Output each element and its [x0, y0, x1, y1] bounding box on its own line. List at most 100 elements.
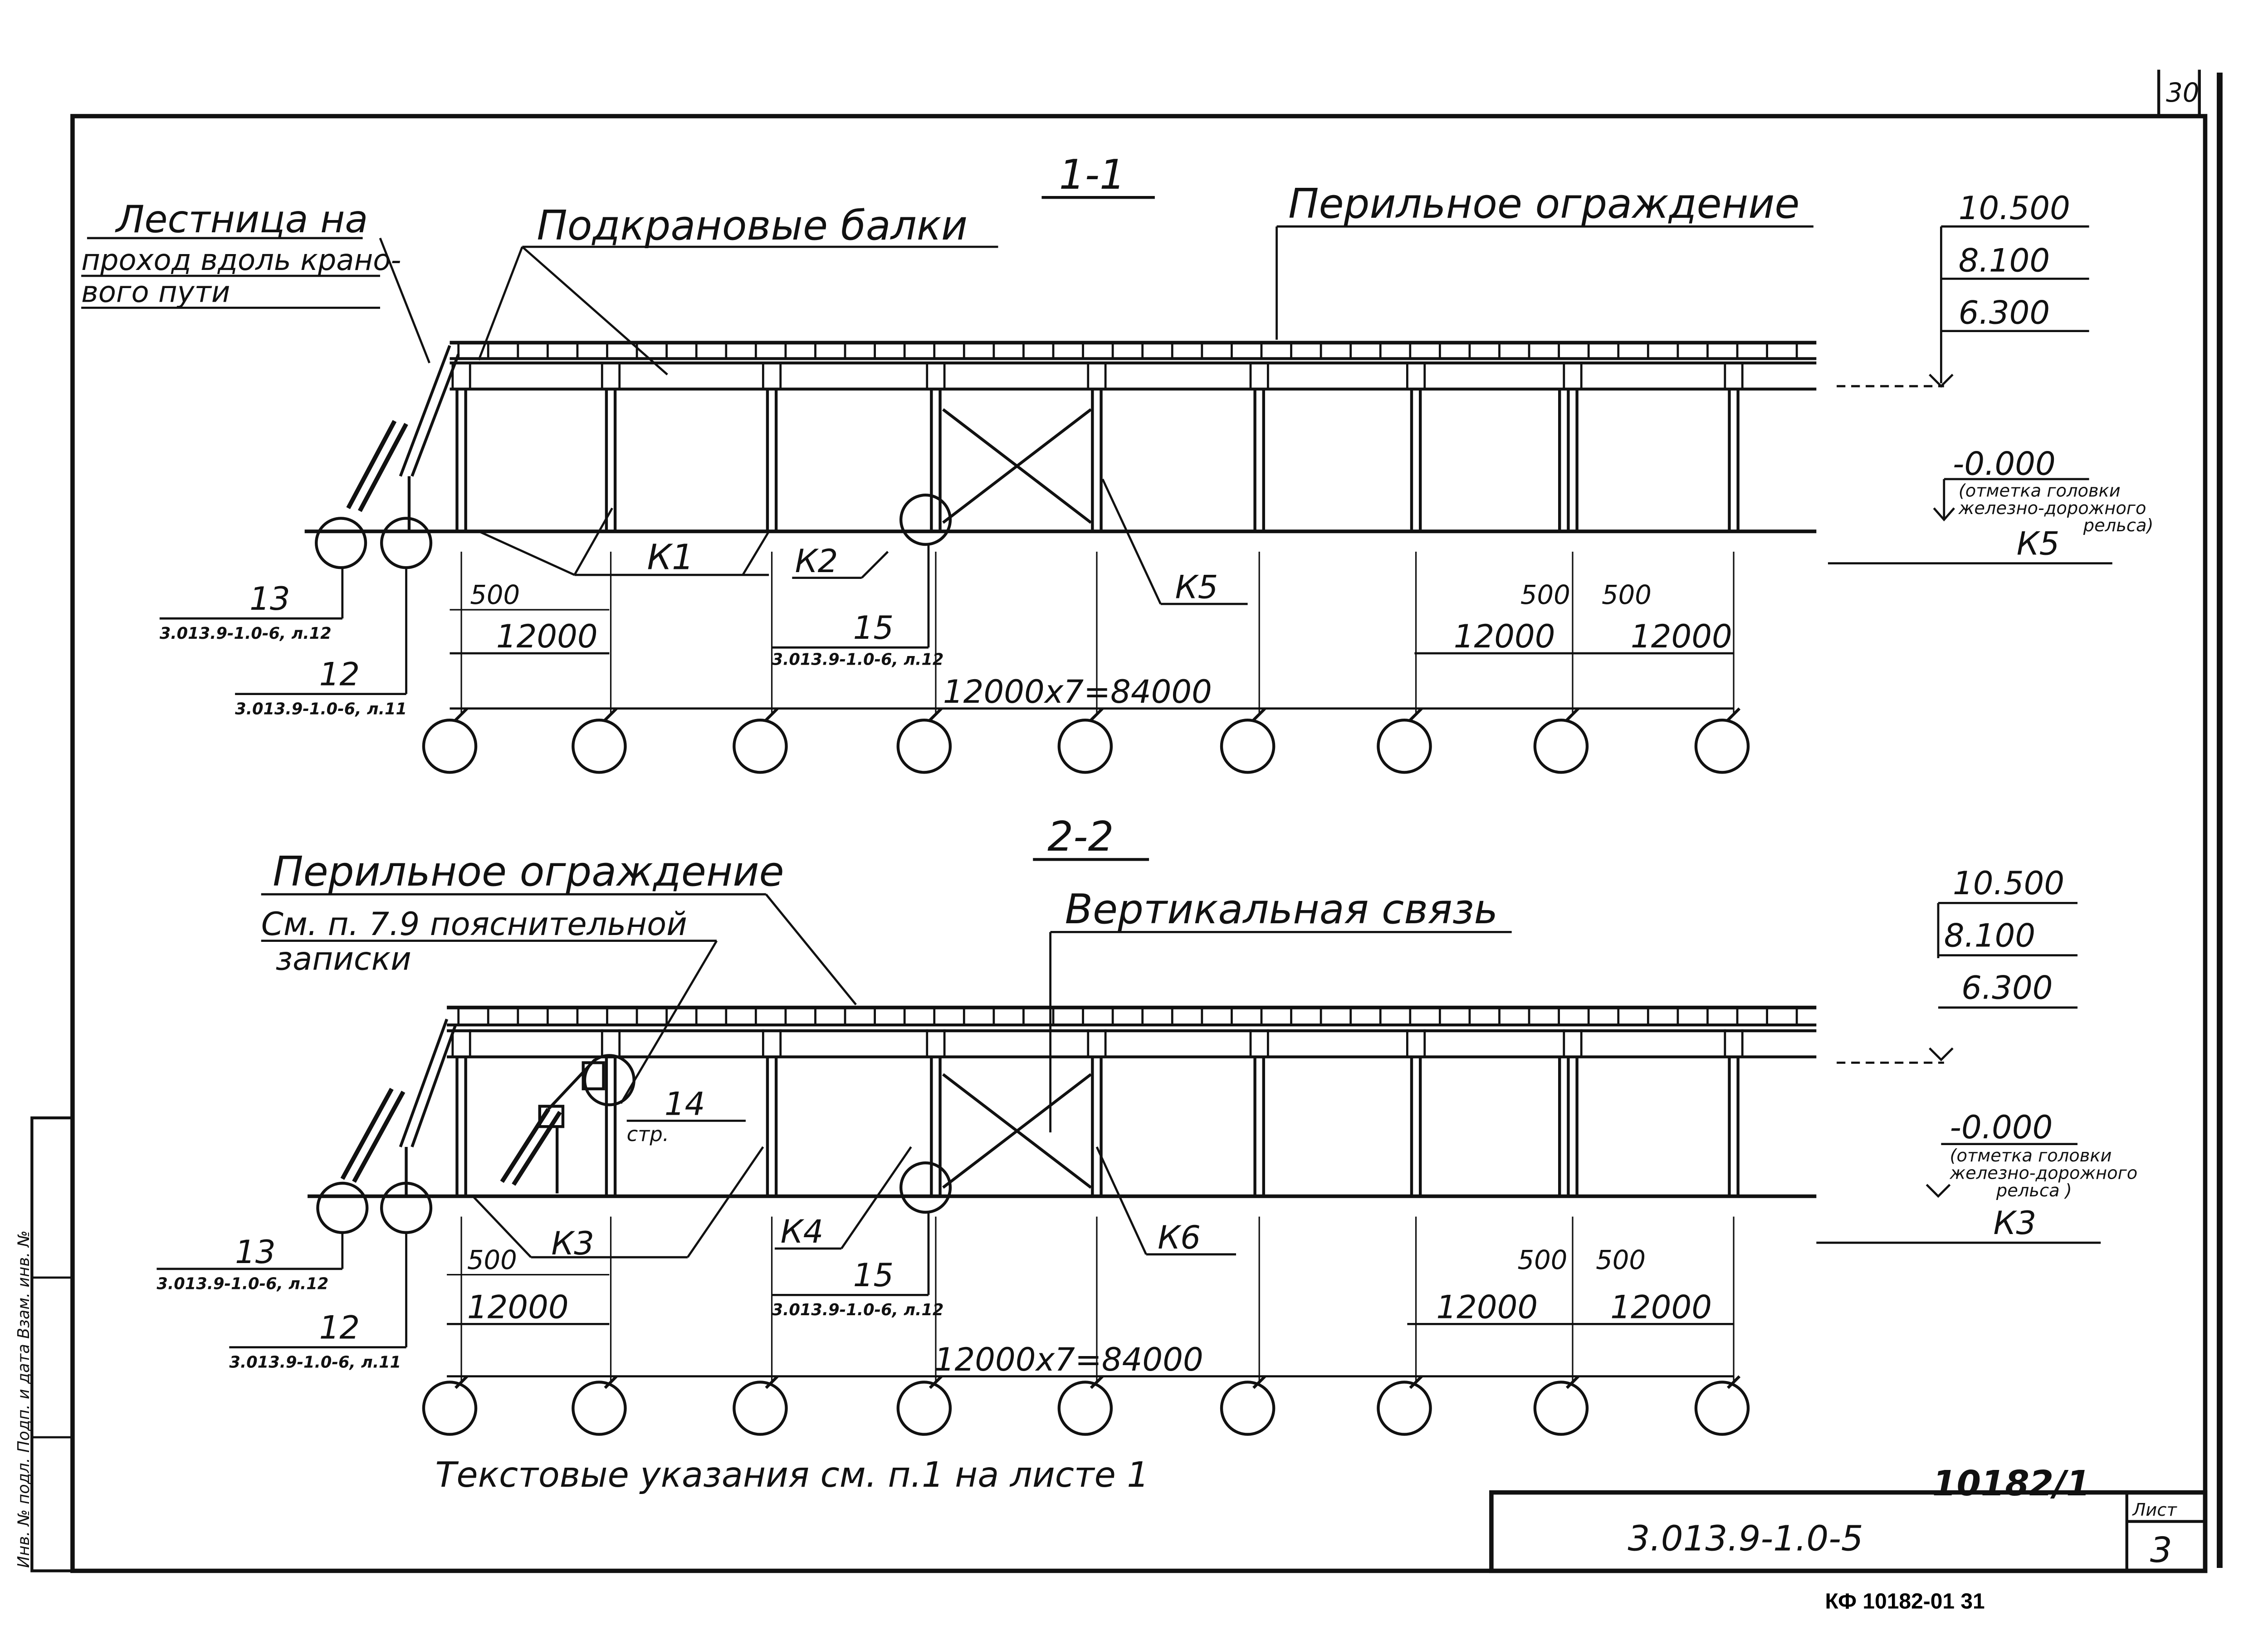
dimension-tick [765, 707, 779, 721]
section-2-vertical-brace [942, 1073, 1092, 1189]
dimension-tick [1565, 1375, 1580, 1389]
axis-bubble [1057, 719, 1113, 774]
dimension-tick [455, 707, 469, 721]
axis-bubble [1377, 1381, 1432, 1436]
section-1-node-15 [899, 494, 952, 546]
axis-bubble [733, 719, 788, 774]
section-2-node-14 [583, 1054, 635, 1107]
dimension-tick [1252, 1375, 1266, 1389]
axis-bubble [896, 1381, 952, 1436]
dimension-tick [1090, 707, 1104, 721]
dimension-tick [765, 1375, 779, 1389]
section-2-mark-k3b: К3 [1994, 1205, 2037, 1242]
section-1-railing-label: Перильное ограждение [1288, 181, 1799, 228]
axis-bubble [1220, 1381, 1276, 1436]
dimension-tick [929, 1375, 943, 1389]
section-2-dim-12000-left: 12000 [467, 1289, 569, 1326]
section-1-crane-beam [450, 361, 1817, 391]
section-2-ref-15-number: 15 [853, 1257, 894, 1294]
dimension-tick [604, 1375, 618, 1389]
section-1-vertical-brace [942, 408, 1092, 524]
section-1-dimension-lines [450, 552, 1741, 721]
section-1-node-13 [315, 517, 367, 569]
section-2-railing-note-1: См. п. 7.9 пояснительной [261, 906, 687, 943]
section-1-elevation-note-3: рельса) [2083, 515, 2154, 536]
section-1-elevation-10500: 10.500 [1959, 190, 2070, 227]
section-2-dim-12000-right-2: 12000 [1610, 1289, 1712, 1326]
section-2-elevation-table [1837, 902, 2078, 1064]
section-2-mark-k3a: К3 [551, 1225, 594, 1262]
section-1-ref-15-doc: 3.013.9-1.0-6, л.12 [772, 651, 944, 669]
top-sheet-number: 30 [2166, 78, 2199, 108]
section-2-columns [451, 1029, 1744, 1196]
section-2-dim-500-right-b: 500 [1596, 1245, 1646, 1275]
text-notes: Текстовые указания см. п.1 на листе 1 [435, 1455, 1149, 1495]
section-1-title: 1-1 [1059, 152, 1125, 199]
section-2-elevation-10500: 10.500 [1953, 865, 2064, 902]
section-2-node-13 [316, 1181, 369, 1234]
section-2-ref-13-doc: 3.013.9-1.0-6, л.12 [156, 1275, 328, 1293]
section-2-mark-k6: К6 [1158, 1219, 1201, 1256]
section-2-elevation-6300: 6.300 [1961, 970, 2053, 1007]
section-1-elevation-note-1: (отметка головки [1959, 480, 2121, 501]
section-2-dim-12000-right-1: 12000 [1436, 1289, 1538, 1326]
section-2-elevation-note-2: железно-дорожного [1950, 1163, 2138, 1183]
axis-bubble [422, 719, 478, 774]
dimension-tick [455, 1375, 469, 1389]
dimension-tick [1409, 707, 1423, 721]
section-1-mark-k1: К1 [647, 537, 694, 578]
section-1-mark-k5b: К5 [2017, 525, 2060, 562]
dimension-tick [1090, 1375, 1104, 1389]
section-2-ref-13-number: 13 [235, 1234, 276, 1271]
footer-code: КФ 10182-01 31 [1825, 1590, 1985, 1614]
section-2-ref-15-doc: 3.013.9-1.0-6, л.12 [772, 1301, 944, 1319]
section-2-2: 2-2 [156, 813, 2138, 1436]
section-1-dim-12000-right-2: 12000 [1631, 618, 1732, 655]
axis-bubble [896, 719, 952, 774]
section-2-railing [447, 1005, 1817, 1027]
section-1-ref-13-doc: 3.013.9-1.0-6, л.12 [160, 624, 332, 643]
section-1-dim-12000-left: 12000 [496, 618, 598, 655]
section-1-beams-label: Подкрановые балки [537, 202, 968, 250]
axis-bubble [1220, 719, 1276, 774]
section-2-stair-14 [500, 1058, 605, 1194]
sheet-number: 3 [2150, 1530, 2172, 1571]
section-1-ladder-label-1: Лестница на [115, 197, 368, 241]
side-stamp: Инв. № подл. Подп. и дата Взам. инв. № [15, 1116, 74, 1572]
axis-bubble [572, 1381, 627, 1436]
section-1-ref-15-number: 15 [853, 609, 894, 646]
section-1-elevation-note-2: железно-дорожного [1958, 498, 2146, 519]
section-1-ref-12-number: 12 [319, 656, 360, 693]
section-1-ladder-label-3: вого пути [81, 276, 230, 309]
section-2-ref-14-number: 14 [665, 1086, 705, 1123]
drawing-code: 3.013.9-1.0-5 [1628, 1519, 1863, 1559]
section-1-dim-500-right-a: 500 [1520, 580, 1570, 610]
section-1-ref-13-number: 13 [249, 580, 290, 617]
dimension-tick [929, 707, 943, 721]
section-1-columns [451, 363, 1744, 532]
section-2-ref-12-doc: 3.013.9-1.0-6, л.11 [229, 1353, 401, 1371]
section-2-railing-label: Перильное ограждение [273, 848, 784, 896]
section-2-ladder [340, 1019, 457, 1196]
section-1-dim-500-left: 500 [470, 580, 520, 610]
section-1-dim-500-right-b: 500 [1602, 580, 1652, 610]
section-2-dim-500-left: 500 [467, 1245, 517, 1275]
dimension-tick [1726, 707, 1741, 721]
dimension-tick [1409, 1375, 1423, 1389]
drawing-frame [70, 69, 2223, 1573]
section-1-axis-bubbles [422, 719, 1750, 774]
axis-bubble [1694, 719, 1750, 774]
axis-bubble [1533, 1381, 1589, 1436]
section-1-elevation-6300: 6.300 [1959, 294, 2050, 332]
section-2-elevation-0: -0.000 [1950, 1109, 2053, 1146]
dimension-tick [604, 707, 618, 721]
section-2-crane-beam [447, 1029, 1817, 1058]
section-2-dim-total: 12000х7=84000 [934, 1341, 1203, 1378]
section-2-elevation-8100: 8.100 [1944, 917, 2035, 954]
section-2-node-15 [899, 1161, 952, 1214]
axis-bubble [1057, 1381, 1113, 1436]
section-1-dim-12000-right-1: 12000 [1454, 618, 1555, 655]
section-2-ref-14-sub: стр. [627, 1122, 669, 1146]
section-2-brace-label: Вертикальная связь [1065, 886, 1498, 933]
section-1-ref-12-doc: 3.013.9-1.0-6, л.11 [235, 700, 407, 718]
